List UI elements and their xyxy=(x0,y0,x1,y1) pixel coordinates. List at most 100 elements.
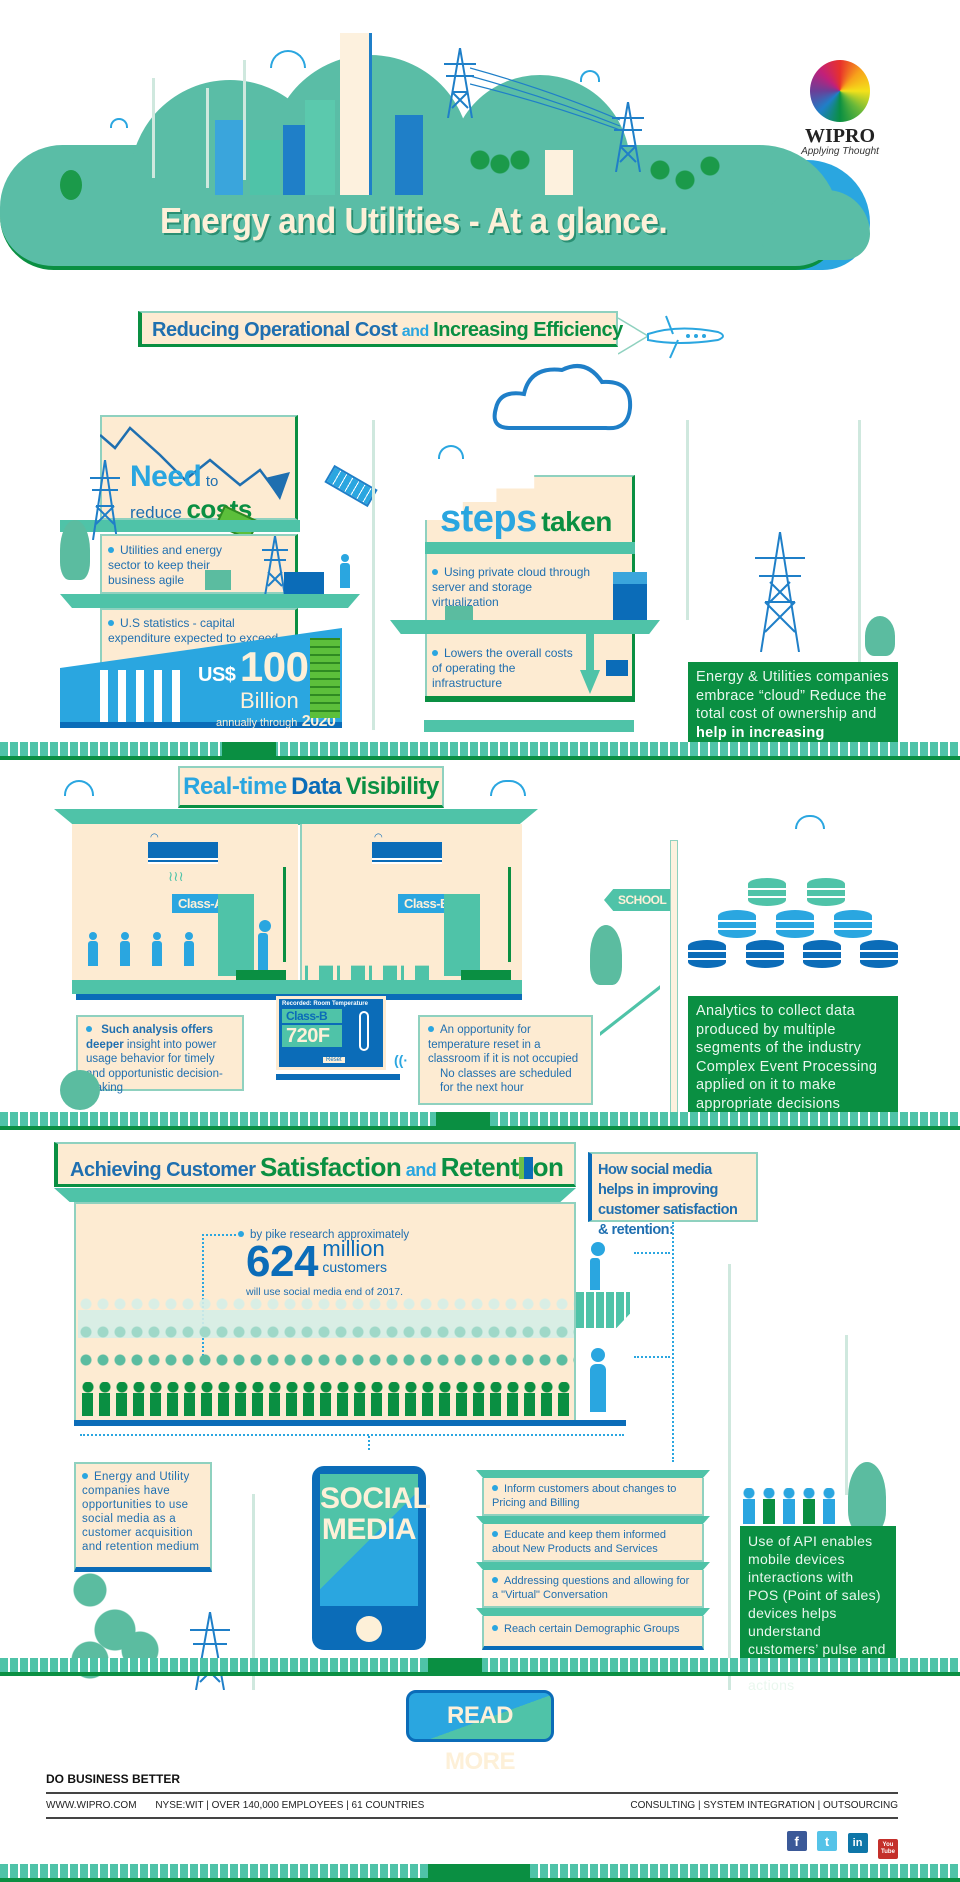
money-stack-icon xyxy=(310,638,340,718)
tree-icon xyxy=(470,150,530,180)
class-a-label: Class-A xyxy=(172,894,229,913)
power-tower-icon xyxy=(612,102,644,172)
tree-icon xyxy=(60,170,82,200)
building-icon xyxy=(340,33,372,195)
cloud-icon xyxy=(64,780,94,796)
person-i-icon xyxy=(518,1157,533,1179)
server-rack-icon xyxy=(613,572,647,620)
ac-unit-icon xyxy=(148,842,218,864)
database-icon xyxy=(860,940,898,968)
list-item: Inform customers about changes to Pricin… xyxy=(482,1478,704,1516)
satellite-icon xyxy=(324,464,378,508)
building-icon xyxy=(250,140,280,195)
steps-shelf-2 xyxy=(390,620,660,634)
wind-turbine-icon xyxy=(845,1335,848,1495)
dotted-connector-phone xyxy=(368,1436,370,1450)
stat-624: 624 million customers xyxy=(246,1236,387,1286)
linkedin-icon[interactable]: in xyxy=(847,1832,868,1853)
board-a xyxy=(283,867,286,962)
wifi-signal-icon: ((· xyxy=(394,1052,408,1068)
podium-a xyxy=(236,970,286,980)
building-icon xyxy=(545,150,573,195)
steps-bullet-1: Using private cloud through server and s… xyxy=(432,565,602,610)
thermostat-panel: Recorded: Room Temperature Class-B 720F … xyxy=(276,996,386,1070)
crowd-row-mid2 xyxy=(78,1354,574,1384)
building-icon xyxy=(215,120,243,195)
student-icon xyxy=(150,932,164,966)
wifi-icon: ◠ xyxy=(150,832,159,843)
cloud-icon xyxy=(580,70,600,82)
ground-strip-footer xyxy=(0,1864,960,1882)
stat-unit: Billion xyxy=(240,688,299,713)
board-b xyxy=(508,867,511,962)
cloud-icon xyxy=(270,50,306,68)
ground-strip-3 xyxy=(0,1658,960,1676)
student-icon xyxy=(182,932,196,966)
youtube-icon[interactable]: You Tube xyxy=(878,1838,898,1859)
podium-b xyxy=(461,970,511,980)
school-roof xyxy=(54,809,538,825)
man-with-phone-icon xyxy=(588,1242,605,1290)
footer: DO BUSINESS BETTER WWW.WIPRO.COM NYSE:WI… xyxy=(46,1772,898,1859)
wipro-brand: WIPRO xyxy=(805,125,875,147)
door-b xyxy=(444,894,480,976)
wind-turbine-icon xyxy=(372,420,375,730)
dotted-line-1 xyxy=(634,1252,670,1254)
list-item: Educate and keep them informed about New… xyxy=(482,1524,704,1562)
student-icon xyxy=(86,932,100,966)
stat-intro: by pike research approximately xyxy=(238,1228,409,1243)
section1-banner: Reducing Operational Cost and Increasing… xyxy=(138,311,623,347)
bar-graphic xyxy=(100,670,180,722)
social-media-phone: SOCIAL MEDIA xyxy=(312,1466,431,1650)
school-sign: SCHOOL xyxy=(604,889,670,911)
wind-turbine-icon xyxy=(728,1264,731,1690)
building-icon xyxy=(395,115,423,195)
ground-strip-2 xyxy=(0,1112,960,1130)
wind-turbine-icon xyxy=(858,420,861,760)
section-reduce-cost: Reducing Operational Cost and Increasing… xyxy=(0,300,960,760)
wipro-logo: WIPRO Applying Thought xyxy=(790,60,890,170)
steps-shelf xyxy=(425,542,635,554)
door-a xyxy=(218,894,254,976)
wind-turbine-icon xyxy=(686,420,689,620)
thermometer-icon xyxy=(359,1011,369,1051)
section3-banner: Achieving Customer Satisfaction and Rete… xyxy=(54,1142,576,1187)
database-icon xyxy=(718,910,756,938)
list-ledge xyxy=(476,1470,710,1478)
wipro-tagline: Applying Thought xyxy=(801,146,879,157)
thermostat-reset-button[interactable]: Reset xyxy=(323,1057,345,1063)
section-data-visibility: Real-time Data Visibility ◠ ◠ ≀≀≀ Class-… xyxy=(0,760,960,1120)
social-opportunity-note: Energy and Utility companies have opport… xyxy=(74,1462,212,1572)
thermostat-class: Class-B xyxy=(282,1009,342,1023)
facebook-icon[interactable]: f xyxy=(786,1831,807,1851)
footer-tagline: DO BUSINESS BETTER xyxy=(46,1772,898,1794)
power-lines xyxy=(470,67,621,130)
database-icon xyxy=(748,878,786,906)
twitter-icon[interactable]: t xyxy=(817,1831,838,1851)
power-tower-icon xyxy=(262,536,288,596)
tree-icon xyxy=(60,520,90,580)
slide-icon xyxy=(600,985,660,1076)
dotted-divider xyxy=(80,1434,624,1436)
thermostat-base xyxy=(276,1074,400,1080)
crowd-row-front xyxy=(80,1382,574,1416)
desk-icon xyxy=(205,570,231,590)
phone-home-button xyxy=(356,1616,382,1642)
tree-icon xyxy=(865,616,895,656)
footer-services: CONSULTING | SYSTEM INTEGRATION | OUTSOU… xyxy=(630,1800,898,1811)
cloud-callout: Energy & Utilities companies embrace “cl… xyxy=(688,662,898,759)
footer-info-row: WWW.WIPRO.COM NYSE:WIT | OVER 140,000 EM… xyxy=(46,1794,898,1819)
list-item: Addressing questions and allowing for a … xyxy=(482,1570,704,1608)
cloud-icon xyxy=(438,445,464,459)
people-group-icon xyxy=(740,1488,840,1524)
building-icon xyxy=(305,100,335,195)
ac-unit-icon xyxy=(372,842,442,864)
declining-chart-icon xyxy=(100,426,290,500)
tree-icon xyxy=(590,925,622,985)
wifi-icon: ◠ xyxy=(374,832,383,843)
footer-website-link[interactable]: WWW.WIPRO.COM xyxy=(46,1800,137,1811)
read-more-button[interactable]: READ MORE xyxy=(406,1690,554,1775)
airflow-icon: ≀≀≀ xyxy=(168,868,184,884)
empty-chairs-icon xyxy=(305,965,433,980)
wipro-flower-icon xyxy=(810,60,870,122)
